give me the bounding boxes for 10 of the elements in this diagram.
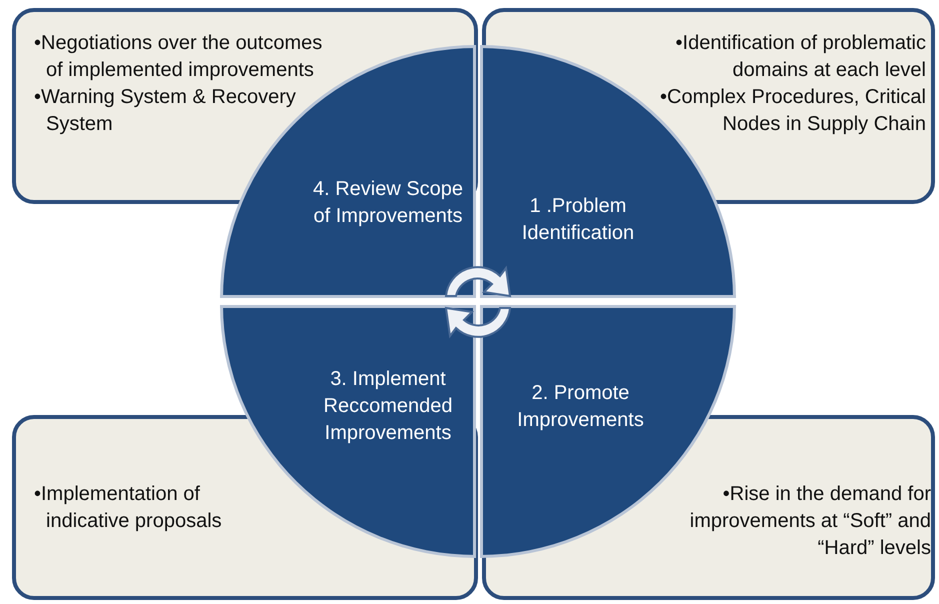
bullet-item: •Warning System & Recovery System bbox=[34, 85, 297, 137]
bullet-item: •Identification of problematic domains at each level bbox=[674, 31, 926, 83]
bullet-item: •Implementation of indicative proposals bbox=[34, 482, 223, 534]
bullet-item: •Negotiations over the outcomes of implemented improvements bbox=[34, 31, 324, 83]
step-label: 3. Implement Reccomended Improvements bbox=[322, 367, 454, 446]
step-label: 4. Review Scope of Improvements bbox=[312, 177, 464, 229]
step-label: 1 .Problem Identification bbox=[520, 194, 636, 246]
step-label: 2. Promote Improvements bbox=[516, 381, 645, 433]
bullet-item: •Complex Procedures, Critical Nodes in Supply Chain bbox=[659, 85, 926, 137]
bullet-item: •Rise in the demand for improvements at “Soft” and “Hard” levels bbox=[688, 482, 931, 561]
